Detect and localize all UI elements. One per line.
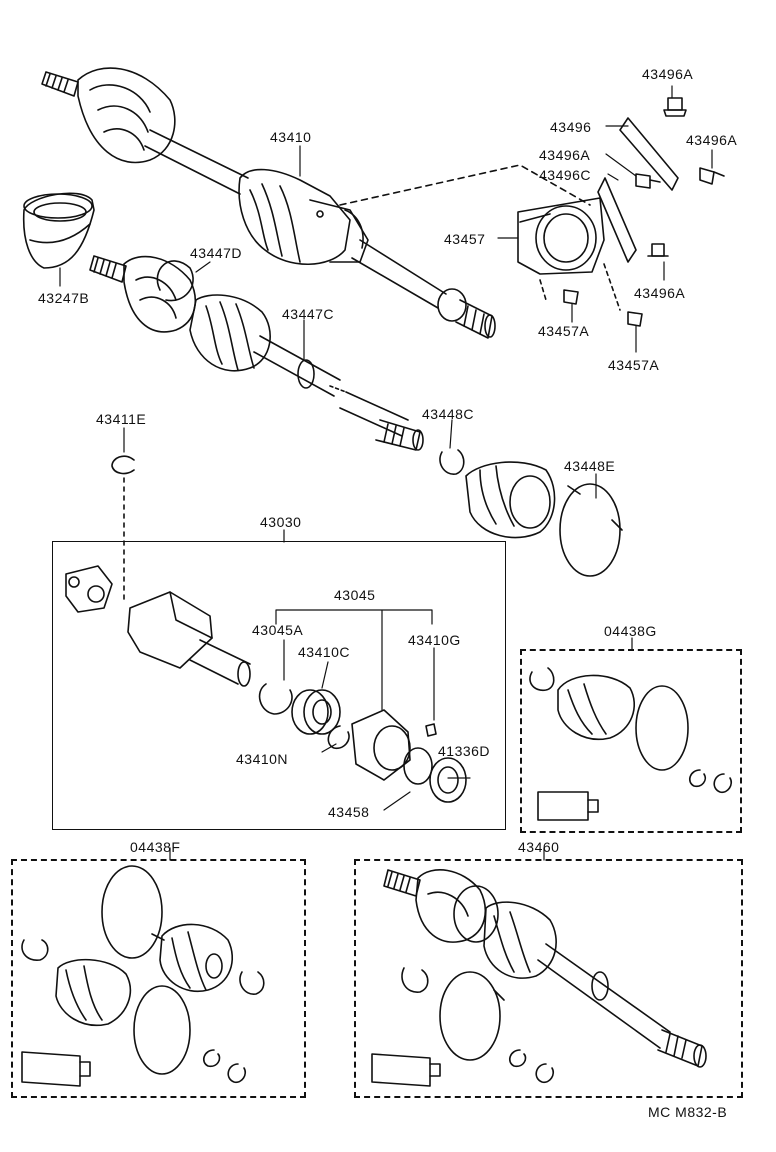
- callout-43448E: 43448E: [564, 458, 616, 474]
- bolts-43457A: [540, 264, 642, 326]
- callout-43496: 43496: [550, 119, 592, 135]
- group-frame-43460: [354, 859, 743, 1098]
- ref-line-shaft-bracket: [340, 165, 590, 205]
- callout-43448C: 43448C: [422, 406, 475, 422]
- outboard-housing: [128, 592, 250, 686]
- callout-43457: 43457: [444, 231, 486, 247]
- callout-43410: 43410: [270, 129, 312, 145]
- callout-43247B: 43247B: [38, 290, 90, 306]
- callout-41336D: 41336D: [438, 743, 491, 759]
- tripod-joint: [66, 566, 112, 612]
- middle-drive-shaft: [90, 256, 423, 450]
- leader-lines: [60, 86, 712, 860]
- upper-drive-shaft: [42, 68, 495, 338]
- callout-43410C: 43410C: [298, 644, 351, 660]
- bracket-stay: [598, 118, 678, 262]
- callout-04438F: 04438F: [130, 839, 181, 855]
- callout-43447D: 43447D: [190, 245, 243, 261]
- callout-43457A-right: 43457A: [608, 357, 660, 373]
- callout-43410G: 43410G: [408, 632, 461, 648]
- callout-43411E: 43411E: [96, 411, 147, 427]
- dust-boot-43247B: [24, 193, 94, 268]
- callout-43496A-low: 43496A: [634, 285, 686, 301]
- callout-43496C: 43496C: [539, 167, 592, 183]
- callout-43496A-top: 43496A: [642, 66, 694, 82]
- callout-43045: 43045: [334, 587, 376, 603]
- pin-43410G: [426, 724, 436, 736]
- center-bearing-bracket: [518, 198, 604, 274]
- snap-ring-43411E: [112, 456, 134, 600]
- boot-kit-04438F: [22, 866, 264, 1086]
- callout-43457A-left: 43457A: [538, 323, 590, 339]
- bearing-43410C: [292, 690, 340, 734]
- callout-43447C: 43447C: [282, 306, 335, 322]
- group-frame-43030: [52, 541, 506, 830]
- drive-shaft-assembly-43460: [372, 870, 706, 1086]
- diagram-code: MC M832-B: [648, 1104, 728, 1120]
- callout-43030: 43030: [260, 514, 302, 530]
- group-frame-04438F: [11, 859, 306, 1098]
- callout-43496A-right: 43496A: [686, 132, 738, 148]
- bearing-bracket-43458: [352, 710, 410, 780]
- snap-ring-43045A: [260, 684, 292, 714]
- seal-41336D: [404, 748, 466, 802]
- callout-04438G: 04438G: [604, 623, 657, 639]
- boot-band-43448E: [560, 484, 622, 576]
- callout-43410N: 43410N: [236, 751, 289, 767]
- boot-kit-04438G: [530, 668, 731, 820]
- bolts-43496A: [636, 98, 724, 256]
- callout-43496A-mid: 43496A: [539, 147, 591, 163]
- boot-43448E: [466, 462, 555, 537]
- boot-clamp-43448C: [440, 450, 464, 474]
- callout-43458: 43458: [328, 804, 370, 820]
- group-frame-04438G: [520, 649, 742, 833]
- callout-43045A: 43045A: [252, 622, 304, 638]
- snap-ring-43410N: [328, 726, 349, 748]
- callout-43460: 43460: [518, 839, 560, 855]
